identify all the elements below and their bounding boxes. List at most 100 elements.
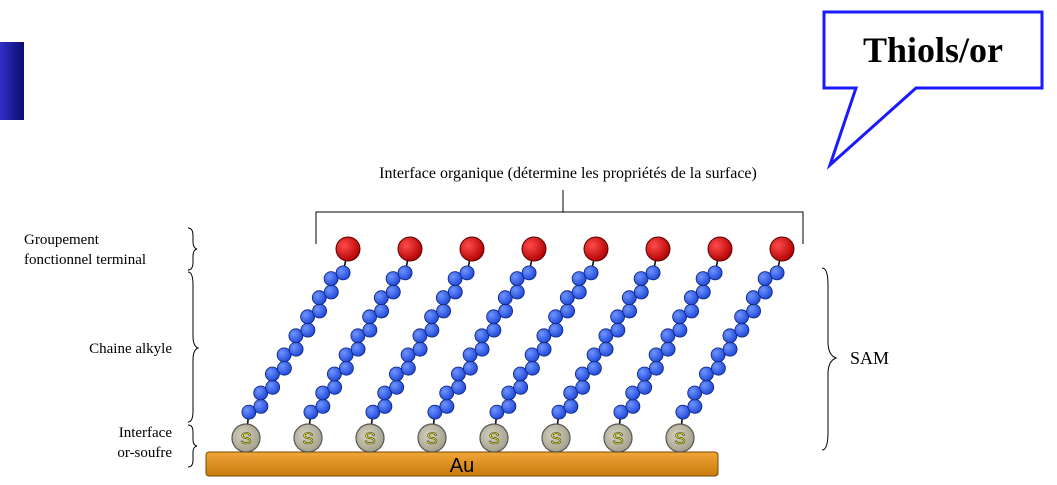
alkyl-bead [362, 309, 378, 325]
alkyl-bead [699, 379, 715, 395]
alkyl-bead [711, 360, 726, 376]
alkyl-bead [722, 341, 738, 357]
alkyl-bead [412, 328, 428, 344]
alkyl-bead [497, 290, 513, 306]
sulfur-label: S [550, 429, 561, 448]
terminal-group-head [583, 236, 609, 262]
alkyl-bead [385, 271, 401, 287]
alkyl-bead [524, 347, 540, 363]
organic-interface-label: Interface organique (détermine les propr… [379, 165, 757, 182]
alkyl-bead [563, 385, 579, 401]
thiol-molecule: S [231, 236, 361, 453]
sulfur-label: S [612, 429, 623, 448]
alkyl-bead [648, 347, 664, 363]
alkyl-bead [633, 284, 649, 300]
alkyl-bead [412, 341, 428, 357]
alkyl-bead [687, 398, 703, 414]
alkyl-bead [637, 366, 652, 382]
alkyl-bead [610, 322, 626, 338]
alkyl-bead [563, 398, 579, 414]
sulfur-label: S [240, 429, 251, 448]
alkyl-bead [335, 265, 351, 281]
alkyl-bead [734, 322, 750, 338]
terminal-group-head [459, 236, 485, 262]
thiol-molecule: S [293, 236, 423, 453]
alkyl-bead [424, 309, 440, 325]
alkyl-bead [450, 366, 466, 382]
sulfur-label: S [426, 429, 437, 448]
alkyl-bead [400, 347, 416, 363]
alkyl-bead [586, 347, 602, 363]
alkyl-bead [389, 379, 405, 395]
sulfur-atom [417, 423, 447, 453]
alkyl-bead [362, 322, 378, 338]
sulfur-atom [665, 423, 695, 453]
alkyl-bead [323, 271, 339, 287]
callout-bubble: Thiols/or [822, 10, 1044, 170]
terminal-group-head [397, 236, 423, 262]
substrate-label: Au [450, 455, 474, 477]
organic-interface-bracket [315, 190, 804, 244]
alkyl-bead [637, 379, 653, 395]
terminal-group-brace [187, 227, 198, 271]
alkyl-bead [571, 271, 587, 287]
alkyl-bead [598, 328, 614, 344]
alkyl-bead [513, 379, 529, 395]
alkyl-bead [613, 404, 629, 420]
alkyl-bead [598, 341, 614, 357]
alkyl-bead [734, 309, 749, 325]
alkyl-bead [489, 404, 505, 420]
terminal-group-label-line1: Groupement [24, 232, 100, 248]
alkyl-bead [373, 290, 389, 306]
alkyl-bead [610, 309, 625, 325]
terminal-group-head [521, 236, 547, 262]
alkyl-bead [583, 265, 599, 281]
alkyl-bead [710, 347, 726, 363]
sulfur-label: S [364, 429, 375, 448]
alkyl-bead [745, 290, 761, 306]
thiol-molecule: S [665, 236, 795, 453]
alkyl-bead [645, 265, 661, 281]
gold-sulfur-label-line2: or-soufre [117, 445, 172, 461]
alkyl-bead [377, 385, 393, 401]
gold-sulfur-label-line1: Interface [119, 425, 173, 441]
alkyl-bead [536, 328, 552, 344]
alkyl-bead [649, 360, 664, 376]
alkyl-bead [385, 284, 401, 300]
alkyl-bead [559, 290, 575, 306]
alkyl-bead [303, 404, 319, 420]
alkyl-bead [757, 284, 773, 300]
alkyl-bead [253, 398, 269, 414]
alkyl-bead [699, 366, 714, 382]
alkyl-bead [622, 303, 637, 319]
alkyl-bead [486, 309, 502, 325]
sulfur-atom [541, 423, 571, 453]
alkyl-bead [474, 328, 490, 344]
alkyl-bead [462, 360, 478, 376]
alkyl-bead [365, 404, 381, 420]
alkyl-bead [687, 385, 703, 401]
alkyl-bead [312, 303, 328, 319]
alkyl-bead [300, 309, 316, 325]
thiol-molecule: S [355, 236, 485, 453]
alkyl-bead [451, 379, 467, 395]
alkyl-bead [757, 271, 773, 287]
alkyl-bead [241, 404, 257, 420]
alkyl-bead [300, 322, 316, 338]
thiol-molecule: S [417, 236, 547, 453]
alkyl-chain-brace [187, 271, 200, 423]
alkyl-bead [746, 303, 761, 319]
alkyl-bead [388, 366, 404, 382]
alkyl-bead [498, 303, 514, 319]
alkyl-bead [459, 265, 475, 281]
alkyl-bead [722, 328, 738, 344]
alkyl-bead [253, 385, 269, 401]
alkyl-bead [672, 322, 688, 338]
thiol-molecule: S [479, 236, 609, 453]
alkyl-bead [513, 366, 528, 382]
alkyl-bead [695, 271, 711, 287]
alkyl-bead [350, 328, 366, 344]
alkyl-bead [509, 284, 525, 300]
terminal-group-head [645, 236, 671, 262]
